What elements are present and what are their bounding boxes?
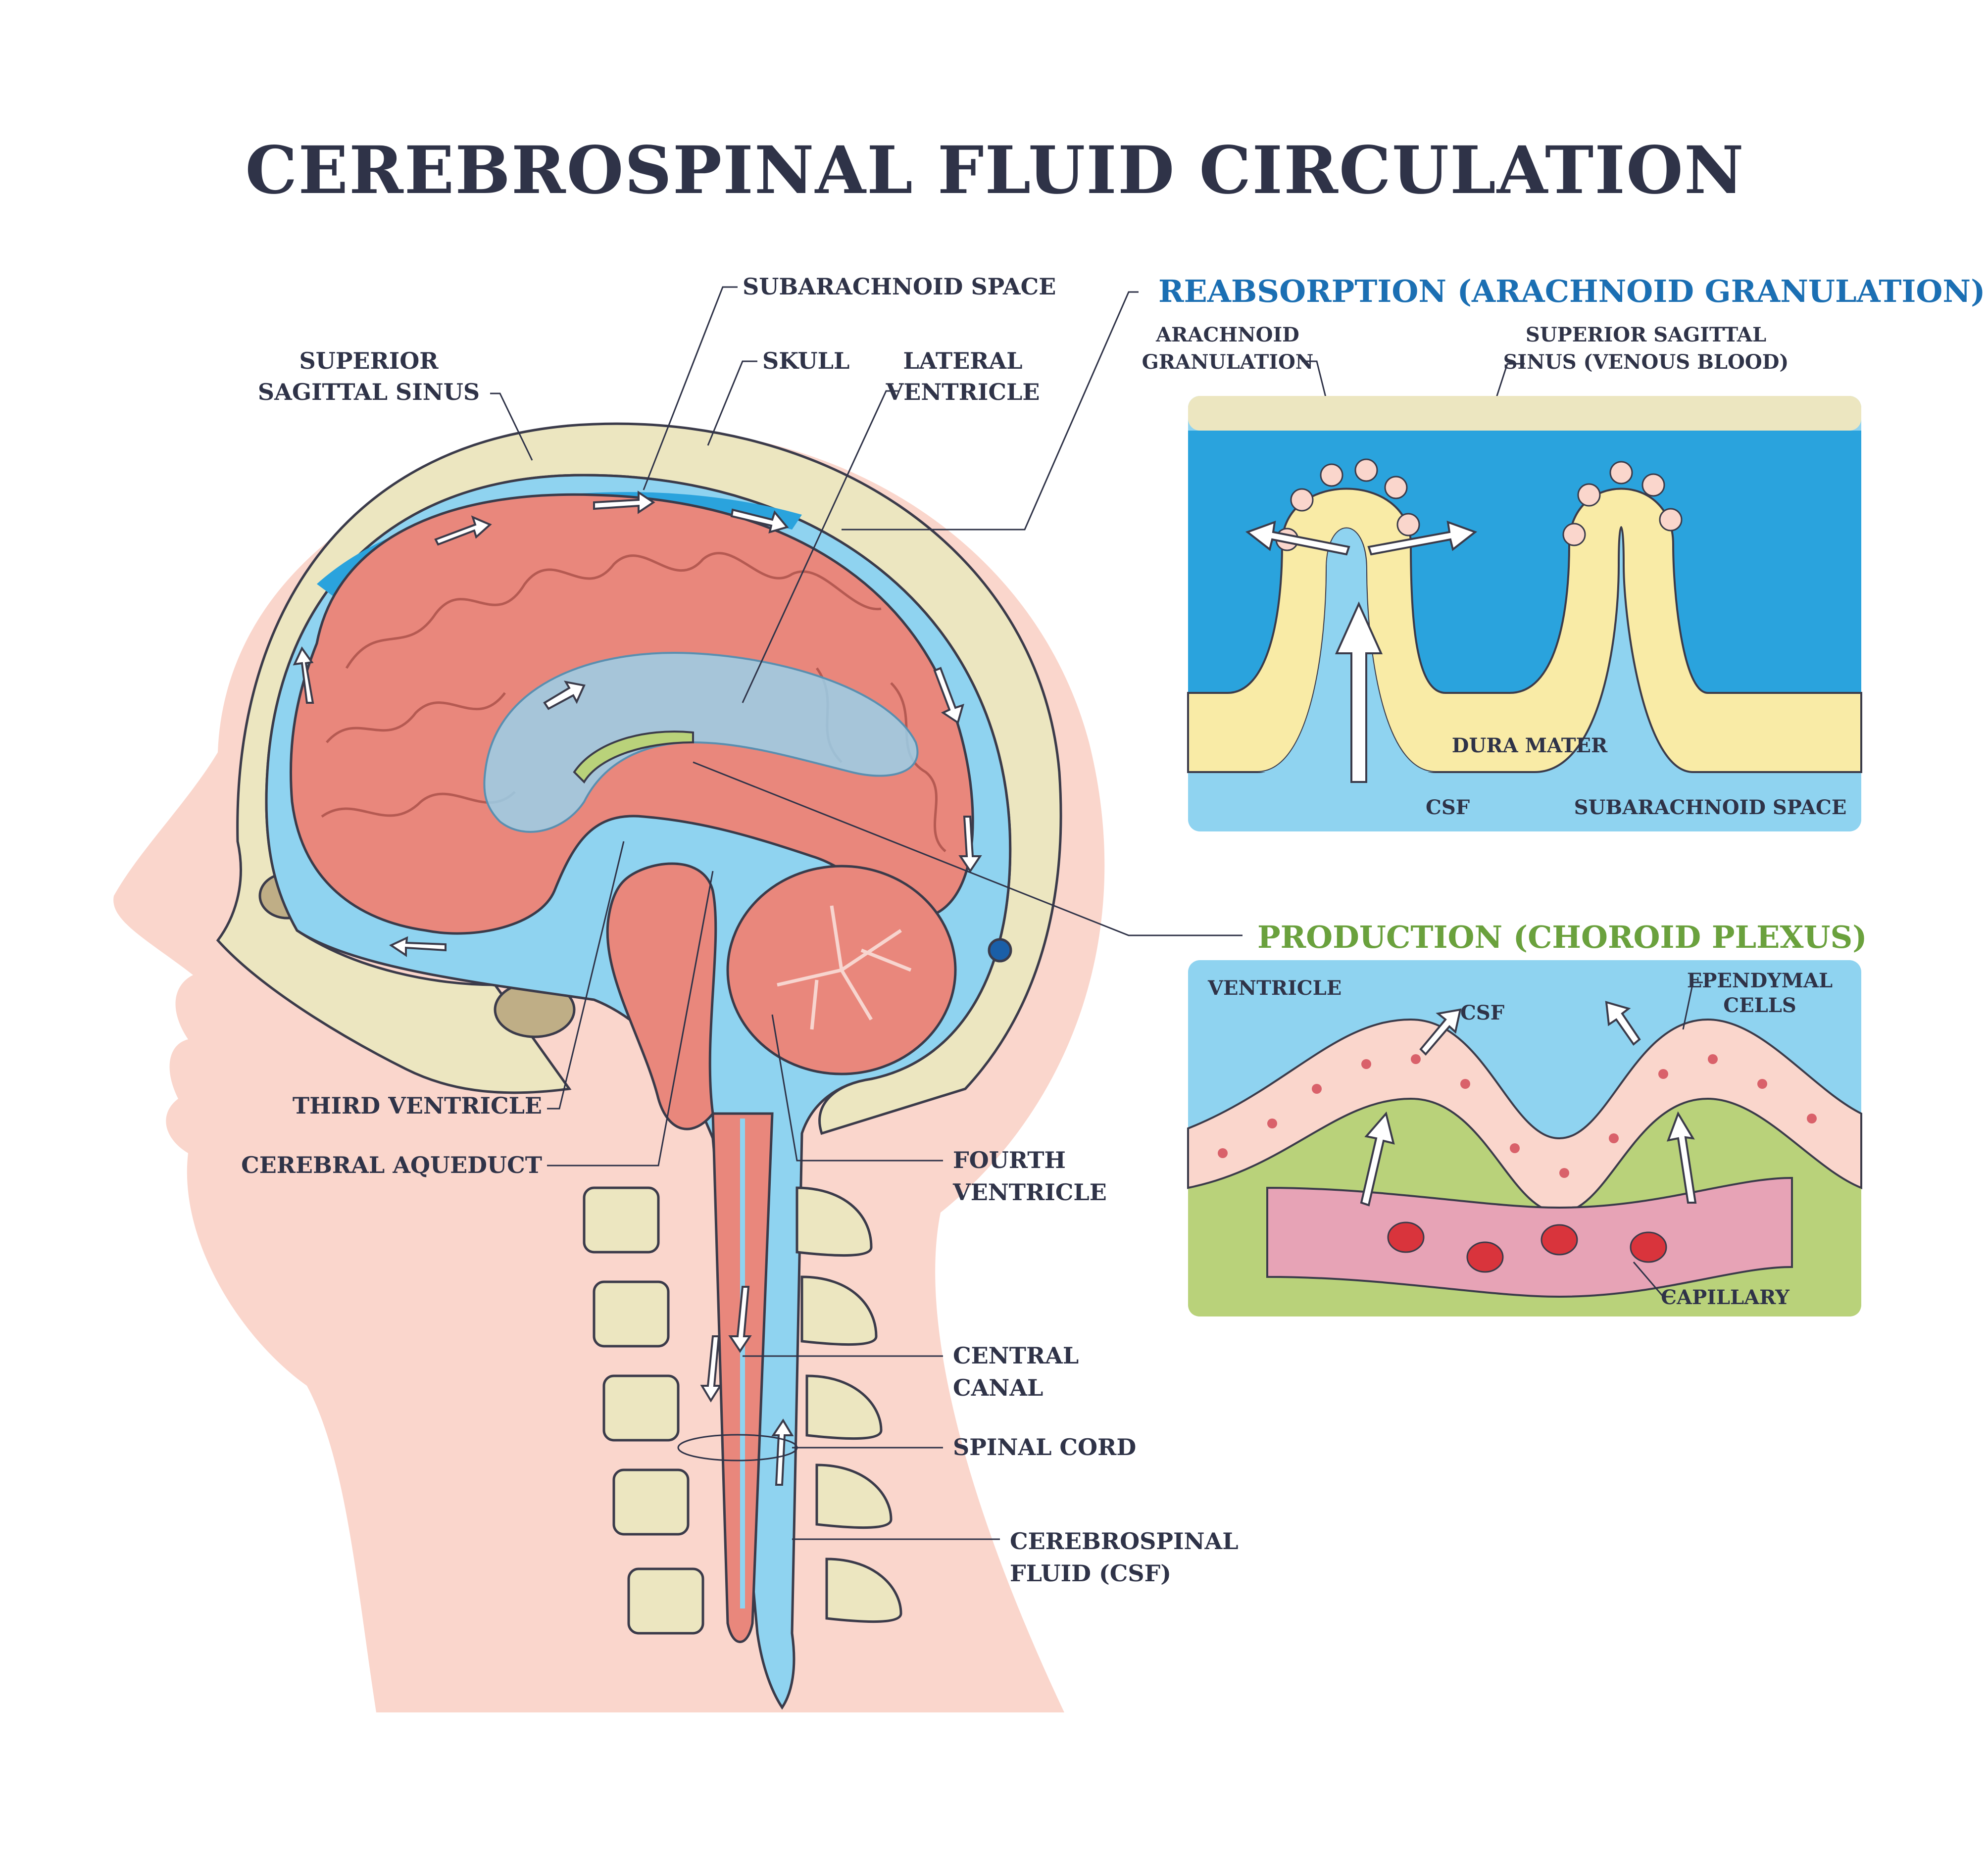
leader-cerebral-aqueduct [547,871,714,1167]
label-csf-2: FLUID (CSF) [1010,1560,1171,1587]
label-subarachnoid-space: SUBARACHNOID SPACE [743,273,1056,300]
label-lateral-ventricle-1: LATERAL [903,347,1022,374]
reabsorption-panel [1187,396,1862,831]
prod-label-ventricle: VENTRICLE [1207,976,1342,1000]
spinal-cord-section-marker [677,1434,798,1461]
production-heading: PRODUCTION (CHOROID PLEXUS) [1257,919,1867,955]
reabsorption-heading: REABSORPTION (ARACHNOID GRANULATION) [1158,273,1985,309]
label-central-canal-2: CANAL [953,1374,1043,1401]
choroid-plexus-strip [573,731,694,784]
leader-skull [707,360,757,446]
reab-label-subarachnoid: SUBARACHNOID SPACE [1574,796,1847,819]
label-cerebral-aqueduct: CEREBRAL AQUEDUCT [241,1152,542,1178]
prod-label-capillary: CAPILLARY [1661,1286,1789,1309]
production-panel [1187,960,1862,1316]
label-third-ventricle: THIRD VENTRICLE [293,1092,542,1119]
venous-sinus-dot [988,938,1012,963]
cerebellum-tree [777,905,912,1030]
reab-label-dura-mater: DURA MATER [1452,734,1608,757]
prod-label-ependymal-2: CELLS [1723,994,1796,1017]
label-superior-sagittal-sinus-2: SAGITTAL SINUS [258,379,480,405]
label-skull: SKULL [762,347,849,374]
reab-label-arachnoid-1: ARACHNOID [1155,323,1299,346]
reab-label-sss-2: SINUS (VENOUS BLOOD) [1503,350,1789,374]
label-csf-1: CEREBROSPINAL [1010,1528,1239,1555]
label-central-canal-1: CENTRAL [953,1342,1079,1369]
vertebrae [583,1186,902,1635]
prod-label-csf: CSF [1460,1001,1504,1024]
connector-production [693,761,1242,936]
label-fourth-ventricle-2: VENTRICLE [952,1179,1107,1206]
prod-label-ependymal-1: EPENDYMAL [1687,969,1833,992]
reab-label-arachnoid-2: GRANULATION [1142,350,1314,374]
prod-leader-ependymal [1682,981,1703,1030]
csf-flow-arrows [293,490,982,1486]
label-lateral-ventricle-2: VENTRICLE [886,379,1040,405]
reab-label-csf: CSF [1426,796,1470,819]
leader-superior-sagittal-sinus [490,392,533,461]
label-spinal-cord: SPINAL CORD [953,1434,1136,1461]
leader-fourth-ventricle [771,1014,943,1162]
leader-third-ventricle [547,841,625,1110]
label-superior-sagittal-sinus-1: SUPERIOR [299,347,439,374]
leader-subarachnoid-space [643,286,738,490]
reab-label-sss-1: SUPERIOR SAGITTAL [1526,323,1766,346]
brainstem [606,862,717,1130]
lateral-ventricle-shape [483,652,919,833]
leader-lateral-ventricle [742,390,898,703]
label-fourth-ventricle-1: FOURTH [953,1147,1066,1173]
connector-reabsorption [842,291,1139,531]
prod-leader-capillary [1633,1262,1673,1298]
page-title: CEREBROSPINAL FLUID CIRCULATION [245,132,1744,209]
